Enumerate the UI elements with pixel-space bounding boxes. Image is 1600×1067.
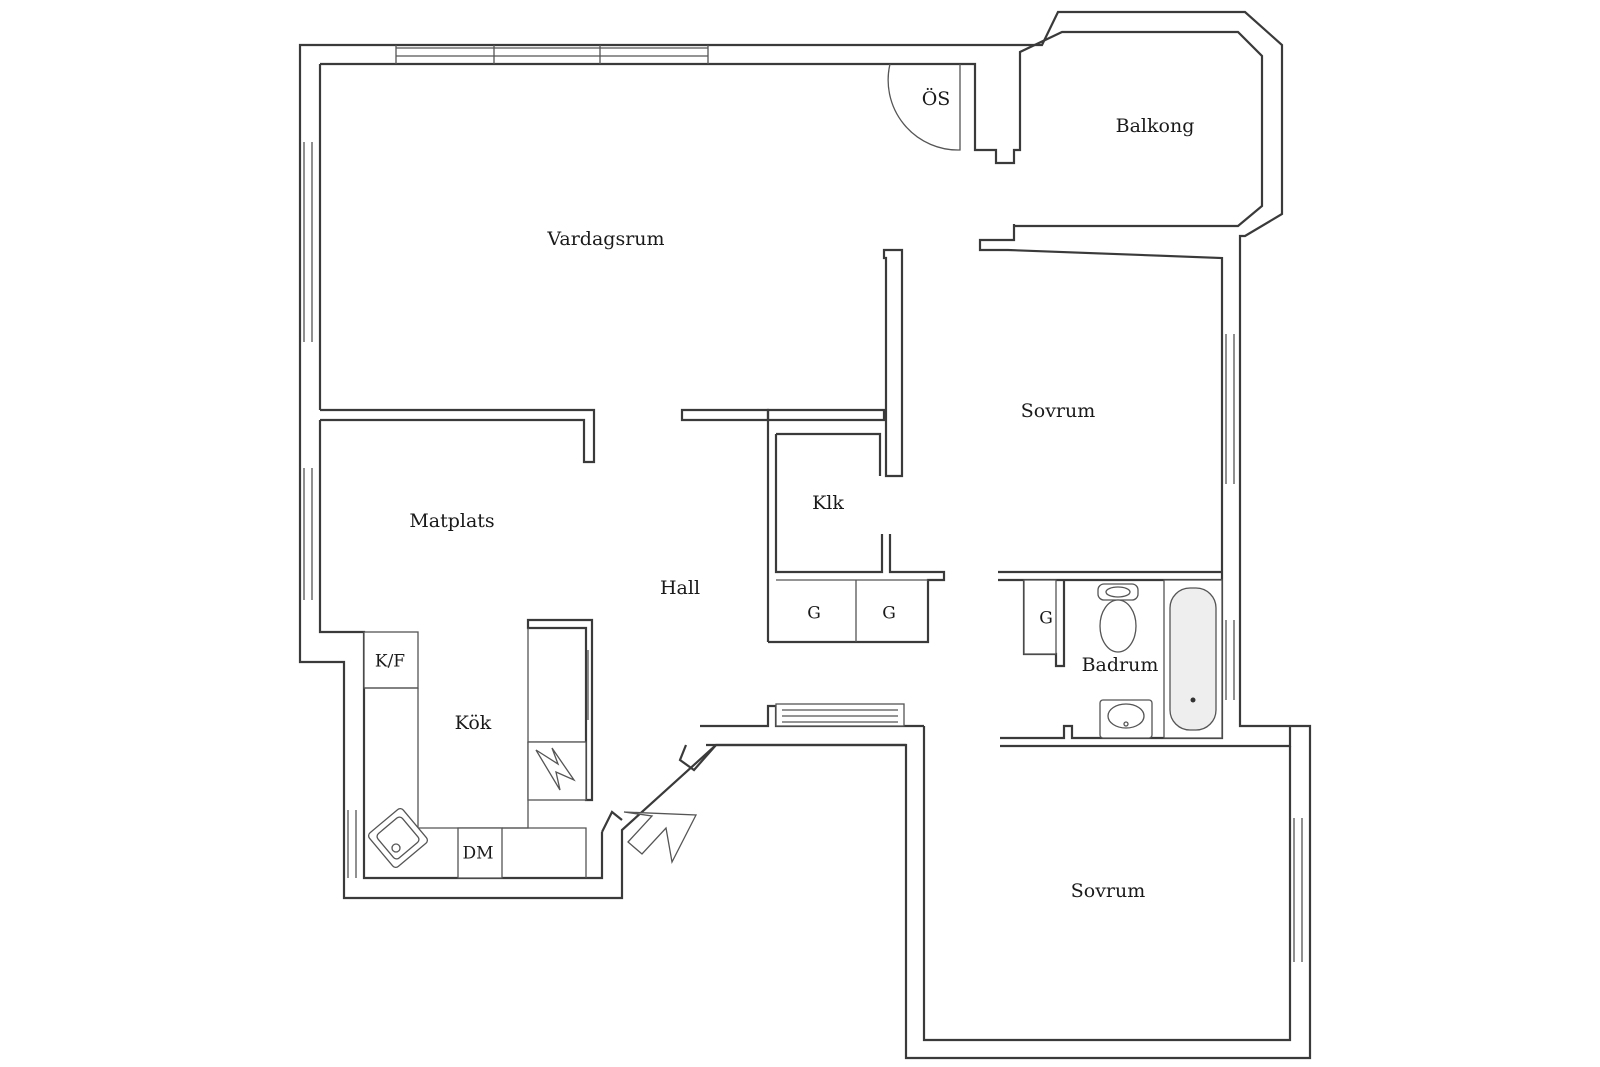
label-vardagsrum: Vardagsrum [546,228,664,250]
sink-basin-inner [376,816,420,860]
label-os: ÖS [922,87,951,110]
label-dm: DM [462,844,493,864]
wall-klk-frame [766,420,946,644]
bathroom-fixtures [1023,579,1223,739]
basin-bowl [1107,703,1145,729]
window-right-upper [1225,334,1235,484]
label-hall: Hall [660,577,700,599]
outer-wall-left-inner [318,64,604,880]
window-left-upper [303,142,313,342]
washbasin [1099,699,1153,739]
label-sovrum-lower: Sovrum [1071,880,1146,902]
label-kok: Kök [455,712,492,734]
outer-walls [298,10,1312,1060]
label-balkong: Balkong [1116,115,1195,137]
window-right-lower [1293,818,1303,962]
toilet-lid [1105,586,1131,598]
label-g-left: G [807,604,821,624]
basin-drain [1123,721,1129,727]
kitchen-fixtures [363,628,587,879]
label-klk: Klk [812,492,844,514]
bathtub [1163,579,1223,739]
label-badrum: Badrum [1082,654,1159,676]
inner-wall-line [320,30,1264,712]
wall-sovrum-lower [922,726,1292,1042]
radiator [775,703,905,727]
windows [303,45,1303,962]
dishwasher [457,827,503,879]
os-door-swing [887,63,961,151]
label-g-mid: G [882,604,896,624]
kitchen-counter-left [364,687,529,829]
wall-center-vertical [882,248,904,478]
label-kf: K/F [375,652,405,672]
wall-klk-top [766,408,886,422]
wall-entrance-left [601,810,623,833]
wall-hall-stub [680,408,770,422]
toilet-bowl [1099,599,1137,653]
basin-frame [1099,699,1153,739]
wall-entrance-jamb [678,744,717,772]
window-kitchen [347,810,357,878]
kitchen-counter-right [527,628,586,743]
sink-basin-outer [367,807,429,869]
window-top [395,45,709,64]
radiator-lines [782,709,898,723]
bathtub-drain [1190,697,1196,703]
entrance-arrow-icon [623,811,698,865]
window-right-bath [1225,620,1235,700]
bathtub-basin [1169,587,1217,731]
wall-g-divider [776,579,928,642]
label-g-bath: G [1039,609,1053,629]
stove-symbol [535,747,576,791]
toilet [1097,583,1139,653]
outer-wall-line [298,10,1312,1060]
window-left-lower [303,468,313,600]
radiator-frame [775,703,905,727]
kitchen-bottom-counter [502,827,587,878]
wall-living-bottom [320,408,596,464]
label-matplats: Matplats [409,510,494,532]
kitchen-sink [367,807,429,869]
sink-drain [391,843,401,853]
label-sovrum-upper: Sovrum [1021,400,1096,422]
interior-walls [320,248,1292,1042]
wall-sovrum-upper-bottom [998,570,1222,582]
bath-closet [1023,579,1057,655]
